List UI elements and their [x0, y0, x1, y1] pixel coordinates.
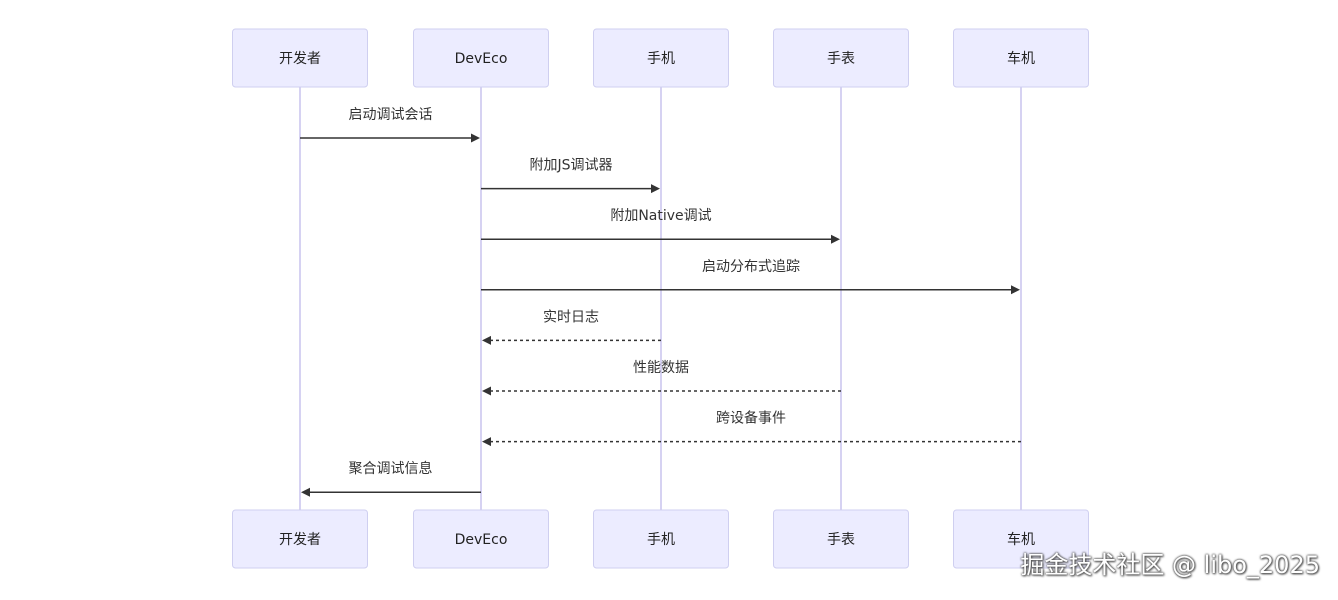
actors-bottom: 开发者 DevEco 手机 手表 车机 [232, 509, 1089, 569]
actor-label: 手表 [827, 532, 855, 548]
arrowhead-icon [831, 234, 840, 244]
actor-bottom-dev: 开发者 [232, 509, 368, 569]
message-8: 聚合调试信息 [301, 460, 481, 497]
actor-label: 手机 [647, 532, 675, 548]
actor-label: DevEco [455, 51, 508, 67]
actor-box [953, 509, 1089, 569]
actor-box [953, 28, 1089, 88]
arrowhead-icon [482, 437, 491, 447]
message-1: 启动调试会话 [300, 107, 480, 143]
message-7: 跨设备事件 [482, 410, 1021, 447]
message-4: 启动分布式追踪 [481, 259, 1020, 295]
actor-label: 车机 [1007, 50, 1035, 67]
message-label: 启动分布式追踪 [702, 259, 800, 275]
message-label: 附加JS调试器 [529, 158, 612, 174]
actor-box [773, 28, 909, 88]
arrowhead-icon [482, 335, 491, 345]
arrowhead-icon [651, 184, 660, 194]
actor-top-deveco: DevEco [413, 28, 549, 88]
message-label: 聚合调试信息 [349, 460, 433, 477]
watermark: 掘金技术社区 @ libo_2025 [1020, 551, 1320, 579]
actor-box [593, 509, 729, 569]
actor-label: 开发者 [279, 532, 321, 548]
message-2: 附加JS调试器 [481, 158, 660, 194]
actor-bottom-phone: 手机 [593, 509, 729, 569]
actor-label: DevEco [455, 532, 508, 548]
lifelines [299, 87, 1022, 510]
actors-top: 开发者 DevEco 手机 手表 车机 [232, 28, 1089, 88]
actor-box [593, 28, 729, 88]
actor-bottom-car: 车机 [953, 509, 1089, 569]
message-label: 性能数据 [633, 360, 689, 376]
actor-label: 手机 [647, 51, 675, 67]
actor-box [773, 509, 909, 569]
actor-box [413, 509, 549, 569]
message-label: 跨设备事件 [716, 410, 786, 427]
arrowhead-icon [482, 386, 491, 396]
actor-box [413, 28, 549, 88]
arrowhead-icon [301, 487, 310, 497]
actor-box [232, 28, 368, 88]
actor-bottom-watch: 手表 [773, 509, 909, 569]
actor-top-dev: 开发者 [232, 28, 368, 88]
actor-bottom-deveco: DevEco [413, 509, 549, 569]
actor-label: 手表 [827, 51, 855, 67]
arrowhead-icon [471, 133, 480, 143]
actor-label: 车机 [1007, 531, 1035, 548]
message-label: 附加Native调试 [610, 208, 711, 224]
arrowhead-icon [1011, 285, 1020, 295]
message-6: 性能数据 [482, 360, 841, 396]
message-5: 实时日志 [482, 309, 661, 345]
messages: 启动调试会话附加JS调试器附加Native调试启动分布式追踪实时日志性能数据跨设… [300, 107, 1021, 497]
actor-top-car: 车机 [953, 28, 1089, 88]
message-label: 实时日志 [543, 309, 599, 325]
message-3: 附加Native调试 [481, 208, 840, 244]
actor-top-watch: 手表 [773, 28, 909, 88]
message-label: 启动调试会话 [349, 107, 433, 123]
actor-label: 开发者 [279, 51, 321, 67]
actor-top-phone: 手机 [593, 28, 729, 88]
actor-box [232, 509, 368, 569]
